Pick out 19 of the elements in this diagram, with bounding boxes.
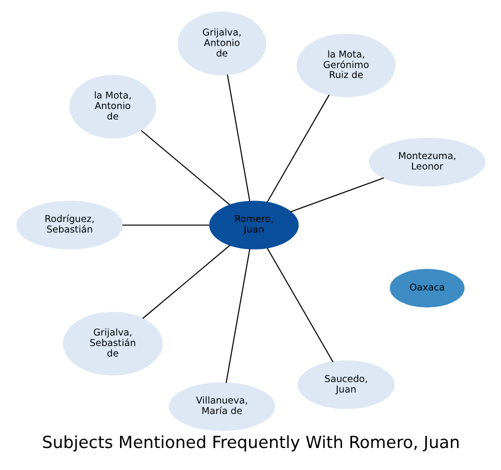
node-ellipse: Grijalva, Sebastián de: [62, 312, 162, 376]
connector: [140, 130, 230, 206]
node-ellipse: Romero, Juan: [208, 200, 298, 250]
node-ellipse: Villanueva, María de: [168, 382, 275, 431]
node-ellipse: Montezuma, Leonor: [368, 138, 485, 186]
node-ellipse: la Mota, Antonio de: [68, 74, 156, 138]
connector: [266, 94, 330, 202]
connector: [122, 224, 209, 226]
connector: [225, 248, 250, 383]
connector: [226, 74, 250, 202]
node-ellipse: Grijalva, Antonio de: [177, 12, 266, 76]
diagram-title: Subjects Mentioned Frequently With Romero, Juan: [41, 432, 460, 452]
node-ellipse: Oaxaca: [389, 268, 464, 308]
node-ellipse: Saucedo, Juan: [297, 360, 394, 410]
connector: [142, 244, 230, 319]
node-ellipse: Rodríguez, Sebastián: [16, 200, 122, 250]
connector: [290, 177, 384, 212]
node-ellipse: la Mota, Gerónimo Ruiz de: [296, 34, 396, 98]
connector: [266, 248, 333, 362]
